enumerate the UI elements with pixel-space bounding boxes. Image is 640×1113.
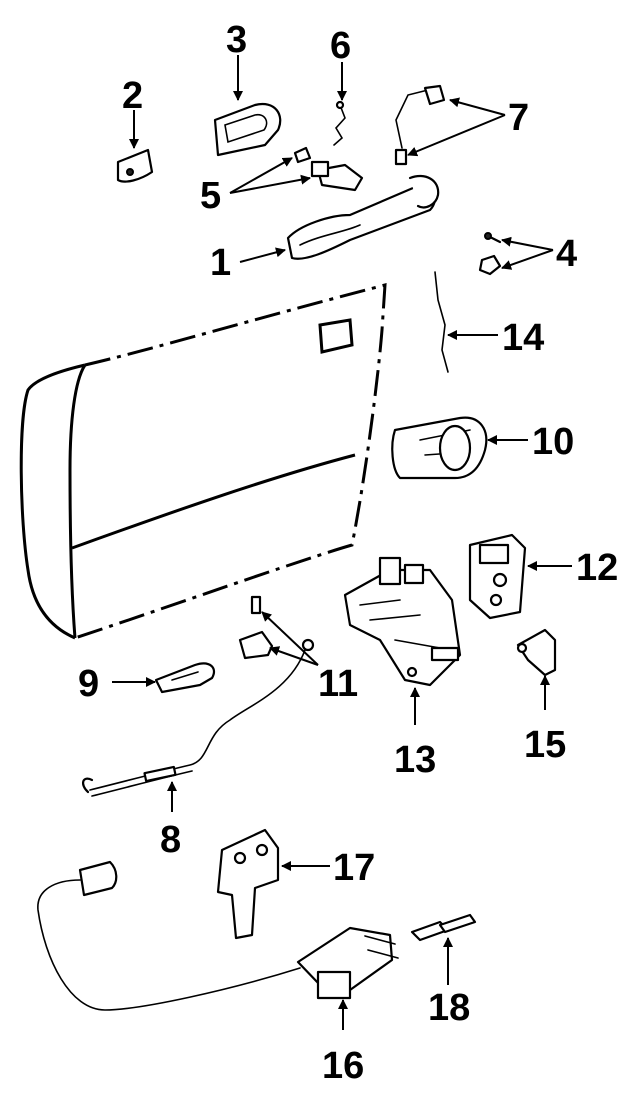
callout-15: 15 bbox=[524, 724, 566, 766]
callout-4: 4 bbox=[556, 233, 577, 275]
clip-part-6 bbox=[333, 100, 346, 146]
callout-1: 1 bbox=[210, 242, 231, 284]
handle-lever-part bbox=[154, 662, 216, 694]
outside-handle-part bbox=[286, 174, 440, 260]
callout-3: 3 bbox=[226, 19, 247, 61]
callout-13: 13 bbox=[394, 739, 436, 781]
clips-part-11 bbox=[238, 595, 274, 660]
leader-lines bbox=[112, 55, 572, 1030]
callout-16: 16 bbox=[322, 1045, 364, 1087]
callout-12: 12 bbox=[576, 547, 618, 589]
striker-part bbox=[468, 533, 527, 620]
handle-gasket-part bbox=[213, 102, 282, 157]
callout-5: 5 bbox=[200, 175, 221, 217]
cable-part-8 bbox=[82, 638, 315, 797]
callout-10: 10 bbox=[532, 421, 574, 463]
bracket-part-15 bbox=[516, 628, 557, 677]
mounting-bracket-part bbox=[216, 828, 280, 940]
callout-14: 14 bbox=[502, 317, 544, 359]
inside-handle-part bbox=[391, 416, 488, 480]
lock-actuator-part bbox=[37, 860, 399, 1011]
callout-17: 17 bbox=[333, 847, 375, 889]
callout-numbers: 1 2 3 4 5 6 7 8 9 10 11 12 13 14 15 16 1… bbox=[78, 19, 618, 1087]
callout-18: 18 bbox=[428, 987, 470, 1029]
callout-8: 8 bbox=[160, 819, 181, 861]
rod-and-switch-part bbox=[394, 84, 446, 166]
lock-cylinder-part bbox=[293, 146, 364, 192]
bracket-part-2 bbox=[116, 148, 154, 183]
callout-6: 6 bbox=[330, 25, 351, 67]
callout-2: 2 bbox=[122, 75, 143, 117]
lock-assembly-part bbox=[343, 556, 462, 687]
screw-and-nut-part bbox=[478, 232, 502, 276]
callout-7: 7 bbox=[508, 97, 529, 139]
rod-part-14 bbox=[434, 271, 449, 373]
callout-9: 9 bbox=[78, 663, 99, 705]
linkage-rod-part bbox=[410, 913, 477, 942]
callout-11: 11 bbox=[318, 663, 358, 705]
door-shell bbox=[19, 283, 387, 640]
